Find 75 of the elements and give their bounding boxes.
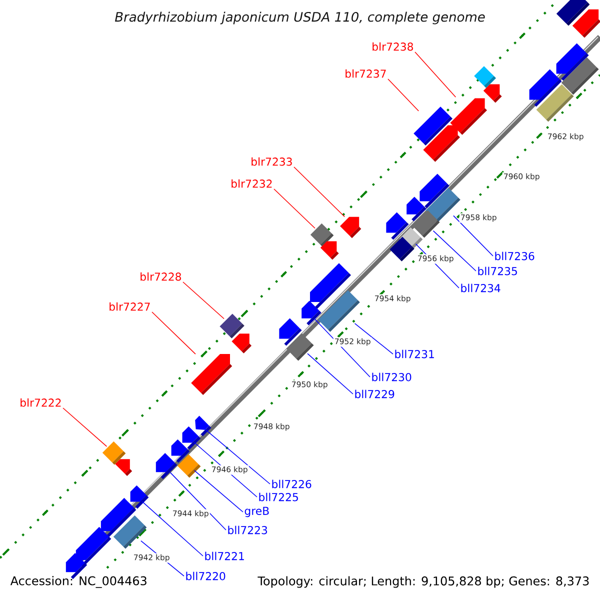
gene-block [414, 106, 452, 146]
gene-block [302, 300, 322, 326]
gene-block [232, 334, 252, 354]
gene-label: blr7232 [232, 179, 272, 188]
gene-block [340, 216, 362, 238]
gene-block [177, 454, 201, 478]
leader-line [307, 353, 354, 394]
gene-block [390, 236, 414, 262]
leader-line [62, 408, 108, 447]
gene-block [220, 314, 244, 338]
title: Bradyrhizobium japonicum USDA 110, complete genome [114, 12, 485, 24]
gene-block [320, 241, 339, 260]
gene-block [156, 453, 178, 480]
gene-block [529, 69, 562, 107]
leader-line [414, 52, 456, 98]
gene-label: bll7236 [495, 252, 534, 260]
leader-line [204, 428, 270, 484]
gene-label: bll7221 [205, 552, 244, 560]
leader-line [274, 188, 316, 229]
gene-block [412, 210, 440, 238]
gene-block [171, 439, 190, 463]
leader-line [453, 215, 494, 256]
gene-block [130, 485, 149, 509]
gene-block [556, 43, 589, 81]
leader-line [152, 312, 196, 354]
gene-label: blr7233 [252, 157, 292, 166]
gene-block [113, 515, 147, 549]
gene-block [556, 0, 590, 26]
leader-line [194, 470, 244, 512]
gene-block [115, 459, 132, 476]
gene-label: bll7230 [372, 372, 412, 382]
gene-block [100, 498, 136, 538]
gene-block [450, 98, 487, 135]
info-text: Accession: NC_004463 [10, 576, 146, 588]
gene-label: blr7228 [140, 272, 181, 281]
gene-block [386, 212, 409, 240]
gene-block [420, 174, 450, 208]
gene-label: blr7238 [372, 42, 413, 51]
gene-label: blr7222 [20, 398, 61, 407]
leader-line [170, 472, 226, 530]
leader-line [388, 78, 420, 112]
gene-block [310, 263, 351, 309]
gene-block [318, 290, 360, 332]
gene-block [536, 84, 574, 122]
gene-label: bll7235 [478, 266, 517, 276]
gene-label: bll7226 [272, 480, 312, 488]
gene-block [195, 416, 212, 436]
gene-block [423, 125, 460, 162]
info-text: Topology: circular; Length: 9,105,828 bp; Genes: 8,373 [258, 576, 589, 588]
gene-label: bll7234 [461, 284, 500, 292]
gene-label: bll7225 [259, 492, 298, 502]
gene-block [474, 66, 496, 88]
gene-block [279, 318, 302, 346]
leader-line [182, 282, 224, 320]
gene-block [191, 354, 232, 395]
gene-block [182, 426, 201, 450]
gene-block [572, 9, 600, 38]
gene-block [286, 333, 314, 361]
gene-label: bll7229 [355, 390, 394, 398]
gene-label: bll7223 [228, 526, 268, 534]
gene-label: blr7237 [346, 69, 386, 78]
gene-block [406, 196, 426, 222]
leader-line [354, 323, 394, 354]
leader-line [142, 501, 204, 556]
gene-block [426, 188, 460, 222]
leader-line [432, 230, 476, 272]
gene-label: bll7220 [186, 572, 226, 580]
gene-label: bll7231 [395, 350, 434, 358]
gene-label: blr7227 [110, 302, 150, 311]
gene-block [483, 84, 502, 103]
gene-label: greB [244, 506, 269, 518]
gene-block [561, 57, 599, 95]
gene-block [310, 223, 334, 247]
leader-line [294, 166, 345, 218]
gene-block [102, 441, 126, 465]
